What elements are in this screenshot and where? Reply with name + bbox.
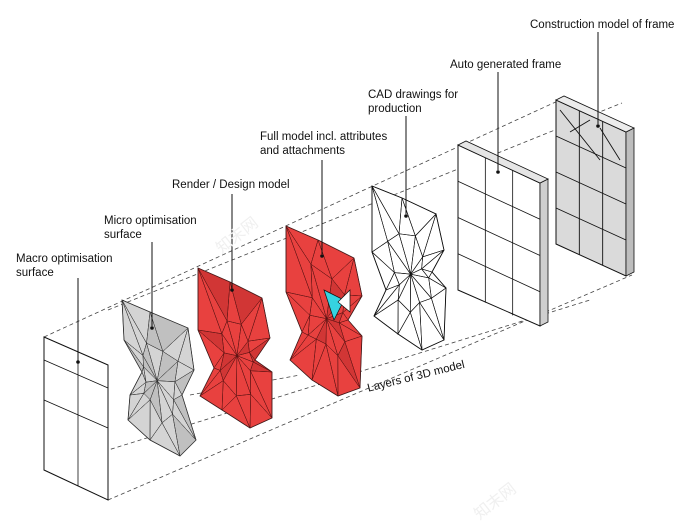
frame-member xyxy=(555,207,627,241)
label-cad-drawings: CAD drawings for production xyxy=(368,89,459,115)
frame-member xyxy=(457,180,541,220)
facet xyxy=(142,342,158,381)
layer-macro-surface xyxy=(43,336,109,501)
layer-render-model xyxy=(197,267,273,429)
facet xyxy=(387,233,411,275)
facet xyxy=(221,320,238,356)
layer-auto-frame xyxy=(457,140,549,327)
facet xyxy=(310,264,327,319)
label-auto-frame: Auto generated frame xyxy=(450,59,562,71)
label-construction-frame: Construction model of frame xyxy=(530,19,675,31)
layer-construction-frame xyxy=(555,95,635,277)
frame-member xyxy=(457,253,541,293)
label-macro-surface: Macro optimisation surface xyxy=(16,253,113,279)
layer-cad-drawings xyxy=(371,185,447,351)
label-micro-surface: Micro optimisation surface xyxy=(104,215,197,241)
frame-brace xyxy=(599,127,621,161)
layer-full-model xyxy=(285,225,363,397)
frame-brace xyxy=(559,109,601,161)
leader-lines xyxy=(76,32,600,364)
label-render-model: Render / Design model xyxy=(172,179,290,191)
frame-brace xyxy=(569,119,591,133)
frame-member xyxy=(457,217,541,256)
facet xyxy=(250,361,273,373)
label-full-model: Full model incl. attributes and attachme… xyxy=(260,131,388,157)
frame-member xyxy=(555,135,627,169)
frame-member xyxy=(555,171,627,205)
layer-micro-surface xyxy=(121,299,197,457)
guide-lines xyxy=(43,99,633,501)
